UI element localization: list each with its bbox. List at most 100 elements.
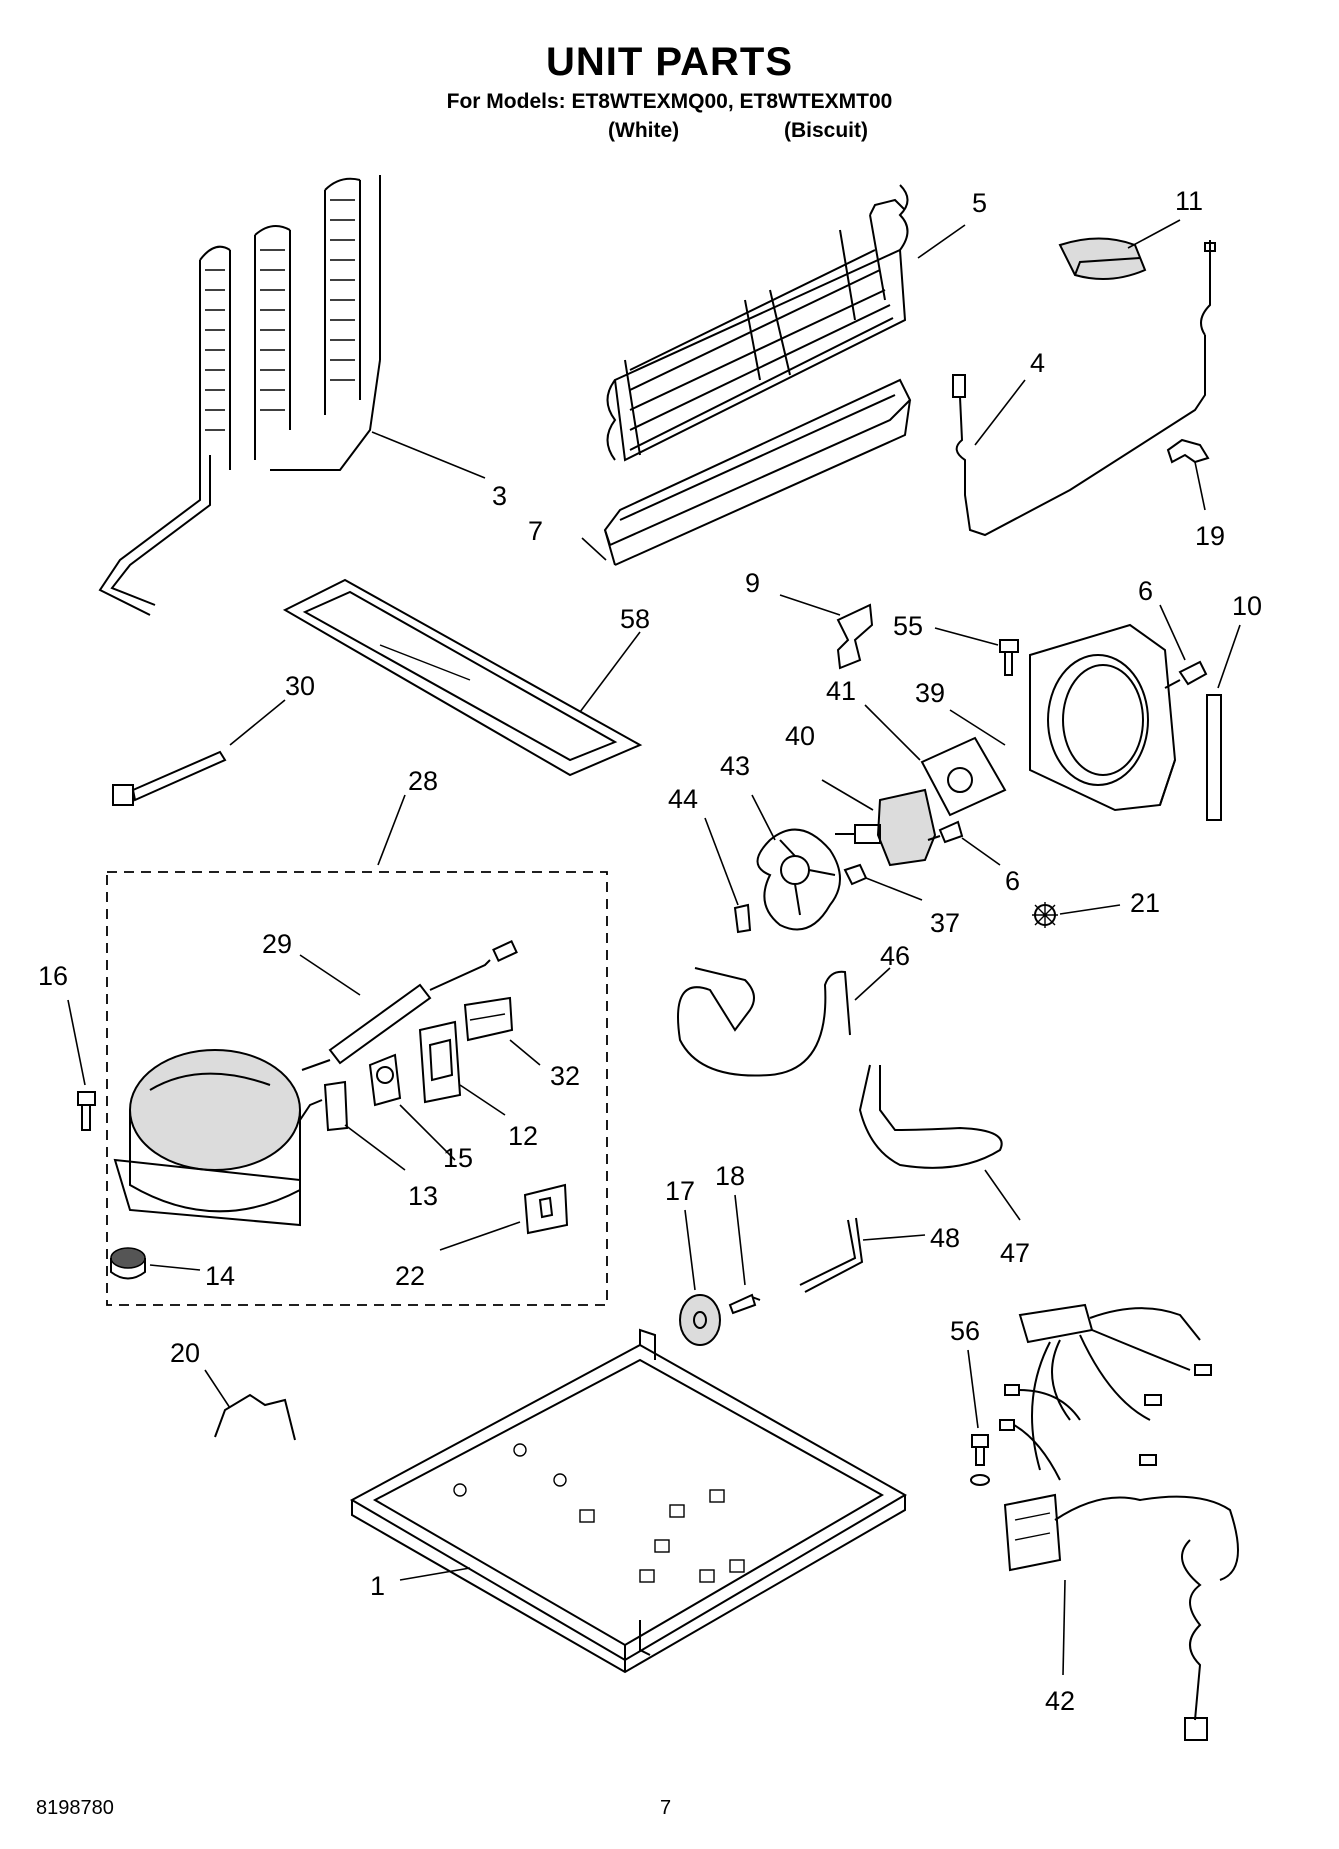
condenser-part bbox=[98, 175, 381, 616]
callout-10-label: 10 bbox=[1232, 591, 1262, 621]
fan-shroud-part bbox=[1029, 623, 1177, 812]
evaporator-part bbox=[606, 184, 909, 462]
callout-43-label: 43 bbox=[720, 751, 750, 781]
callout-17-label: 17 bbox=[665, 1176, 695, 1206]
callout-16-label: 16 bbox=[38, 961, 68, 991]
callout-18: 18 bbox=[715, 1161, 746, 1286]
bracket-part bbox=[836, 603, 874, 670]
callout-15: 15 bbox=[399, 1104, 473, 1173]
callout-56: 56 bbox=[950, 1316, 980, 1429]
drier-part bbox=[301, 940, 518, 1071]
relay-part bbox=[418, 1020, 462, 1104]
callout-11: 11 bbox=[1127, 186, 1203, 249]
compressor-assembly-box bbox=[106, 871, 608, 1306]
variant-biscuit: (Biscuit) bbox=[784, 119, 868, 142]
callout-6-lower: 6 bbox=[961, 837, 1020, 896]
callout-39: 39 bbox=[915, 678, 1006, 746]
roller-part bbox=[679, 1294, 721, 1346]
callout-9-label: 9 bbox=[745, 568, 760, 598]
callout-3-label: 3 bbox=[492, 481, 507, 511]
callout-48-label: 48 bbox=[930, 1223, 960, 1253]
callout-40: 40 bbox=[785, 721, 874, 811]
callout-6-top: 6 bbox=[1138, 576, 1186, 661]
cover-part bbox=[1058, 237, 1147, 280]
callout-37: 37 bbox=[865, 877, 960, 938]
callout-29-label: 29 bbox=[262, 929, 292, 959]
callout-58-label: 58 bbox=[620, 604, 650, 634]
callout-16: 16 bbox=[38, 961, 86, 1086]
tube-46-part bbox=[677, 967, 851, 1077]
callout-17: 17 bbox=[665, 1176, 696, 1291]
callout-20-label: 20 bbox=[170, 1338, 200, 1368]
base-frame-part bbox=[349, 1328, 907, 1674]
wiring-harness-part bbox=[999, 1303, 1239, 1741]
fan-motor-part bbox=[835, 788, 937, 867]
callout-4: 4 bbox=[974, 348, 1045, 446]
callout-13: 13 bbox=[344, 1124, 438, 1211]
page-number: 7 bbox=[660, 1797, 672, 1819]
callout-1-label: 1 bbox=[370, 1571, 385, 1601]
nut-37-part bbox=[843, 863, 868, 886]
clip-part bbox=[1166, 438, 1210, 464]
callout-6-top-label: 6 bbox=[1138, 576, 1153, 606]
callout-9: 9 bbox=[745, 568, 841, 616]
callout-32-label: 32 bbox=[550, 1061, 580, 1091]
callout-40-label: 40 bbox=[785, 721, 815, 751]
callout-28: 28 bbox=[377, 766, 438, 866]
callout-55-label: 55 bbox=[893, 611, 923, 641]
callout-44-label: 44 bbox=[668, 784, 698, 814]
bolt-16-part bbox=[77, 1091, 96, 1131]
variant-white: (White) bbox=[608, 119, 680, 142]
callout-6-lower-label: 6 bbox=[1005, 866, 1020, 896]
clip-44-part bbox=[733, 903, 752, 934]
callout-42: 42 bbox=[1045, 1579, 1075, 1716]
callout-10: 10 bbox=[1217, 591, 1262, 689]
connector-22-part bbox=[523, 1183, 569, 1235]
callout-30: 30 bbox=[229, 671, 315, 746]
callout-47-label: 47 bbox=[1000, 1238, 1030, 1268]
tube-48-part bbox=[799, 1217, 864, 1293]
callout-22-label: 22 bbox=[395, 1261, 425, 1291]
models-line: For Models: ET8WTEXMQ00, ET8WTEXMT00 bbox=[446, 90, 893, 113]
callout-44: 44 bbox=[668, 784, 739, 906]
callout-46: 46 bbox=[854, 941, 910, 1001]
callout-7: 7 bbox=[528, 516, 607, 561]
callout-41-label: 41 bbox=[826, 676, 856, 706]
relay-cover-part bbox=[463, 996, 514, 1042]
callout-11-label: 11 bbox=[1175, 186, 1203, 216]
callout-43: 43 bbox=[720, 751, 776, 841]
callout-20: 20 bbox=[170, 1338, 231, 1409]
callout-55: 55 bbox=[893, 611, 999, 646]
callout-46-label: 46 bbox=[880, 941, 910, 971]
callout-12-label: 12 bbox=[508, 1121, 538, 1151]
callout-48: 48 bbox=[862, 1223, 960, 1253]
grommet-14-part bbox=[110, 1247, 146, 1280]
callout-7-label: 7 bbox=[528, 516, 543, 546]
compressor-part bbox=[113, 1049, 301, 1227]
screw-55-part bbox=[999, 639, 1019, 676]
callout-5-label: 5 bbox=[972, 188, 987, 218]
callout-41: 41 bbox=[826, 676, 921, 761]
screw-6-lower-part bbox=[927, 820, 964, 844]
callout-29: 29 bbox=[262, 929, 361, 996]
callout-32: 32 bbox=[509, 1039, 580, 1091]
pin-part bbox=[728, 1293, 761, 1315]
cable-tie-part bbox=[112, 750, 227, 806]
callout-19: 19 bbox=[1194, 461, 1225, 551]
callout-14-label: 14 bbox=[205, 1261, 235, 1291]
callout-21-label: 21 bbox=[1130, 888, 1160, 918]
grommet-part bbox=[1032, 902, 1058, 928]
fan-blade-part bbox=[756, 828, 841, 931]
screw-56-part bbox=[970, 1434, 990, 1486]
callout-19-label: 19 bbox=[1195, 521, 1225, 551]
evaporator-drain-trough-part bbox=[603, 378, 912, 566]
terminal-part bbox=[299, 1080, 349, 1132]
callout-1: 1 bbox=[370, 1567, 471, 1601]
callout-37-label: 37 bbox=[930, 908, 960, 938]
callout-18-label: 18 bbox=[715, 1161, 745, 1191]
wire-clip-part bbox=[214, 1393, 296, 1441]
callout-47: 47 bbox=[984, 1169, 1030, 1268]
callout-13-label: 13 bbox=[408, 1181, 438, 1211]
motor-mount-plate-part bbox=[920, 736, 1007, 817]
